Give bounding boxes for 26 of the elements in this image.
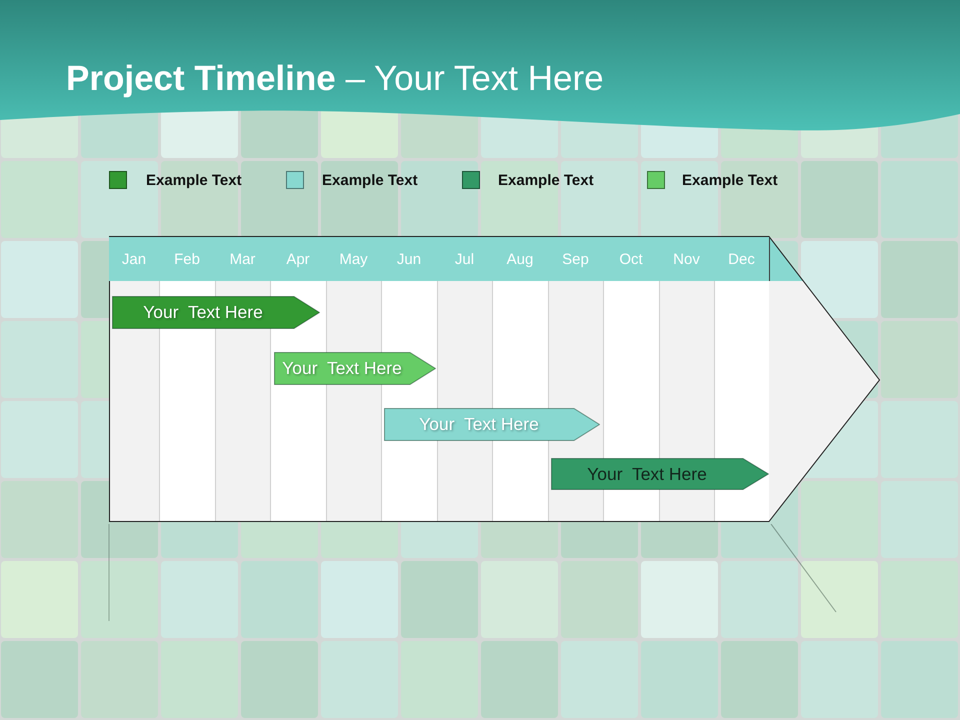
timeline-arrow [109, 236, 881, 523]
month-header: Mar [215, 237, 271, 281]
month-header: Jan [109, 237, 160, 281]
month-header: Oct [603, 237, 660, 281]
month-header: May [326, 237, 382, 281]
task-label: Your Text Here [587, 464, 707, 484]
task-label: Your Text Here [282, 358, 402, 379]
month-header: Aug [492, 237, 549, 281]
month-header: Dec [714, 237, 770, 281]
month-header: Nov [659, 237, 715, 281]
month-header: Sep [548, 237, 604, 281]
legend-label: Example Text [322, 172, 418, 190]
task-label: Your Text Here [419, 414, 539, 435]
legend-label: Example Text [682, 172, 778, 190]
task-bar [384, 408, 600, 441]
month-header: Feb [159, 237, 216, 281]
month-header: Apr [270, 237, 327, 281]
month-header: Jul [437, 237, 493, 281]
legend-label: Example Text [146, 172, 242, 190]
month-header: Jun [381, 237, 438, 281]
legend-label: Example Text [498, 172, 594, 190]
task-bar [112, 296, 320, 329]
task-label: Your Text Here [143, 302, 263, 323]
task-bar [274, 352, 436, 385]
slide-title: Project Timeline – Your Text Here [66, 58, 604, 100]
task-bar [551, 458, 769, 490]
